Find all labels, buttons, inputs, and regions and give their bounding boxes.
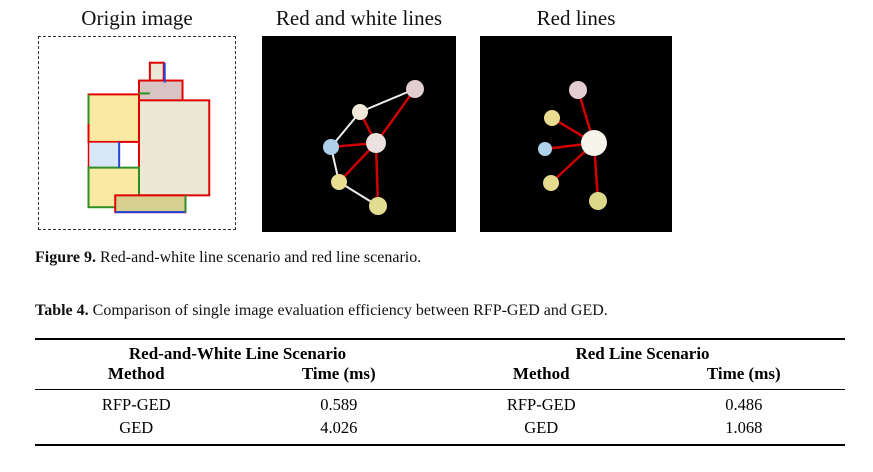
col-header-method-2: Method: [440, 364, 643, 390]
efficiency-table: Red-and-White Line Scenario Red Line Sce…: [35, 338, 845, 446]
figure-caption-text: Red-and-white line scenario and red line…: [96, 249, 422, 266]
group-header-red-white-scenario: Red-and-White Line Scenario: [128, 344, 347, 363]
table-caption-label: Table 4.: [35, 302, 89, 319]
cell-time-rfpged-1: 0.589: [320, 395, 358, 414]
col-header-method-1: Method: [35, 364, 238, 390]
red-white-panel-title: Red and white lines: [275, 6, 443, 30]
table-group-header-row: Red-and-White Line Scenario Red Line Sce…: [35, 339, 845, 364]
figure-caption: Figure 9. Red-and-white line scenario an…: [35, 249, 845, 267]
cell-method-rfpged-1: RFP-GED: [101, 395, 171, 414]
red-graph: [538, 81, 607, 210]
red-white-lines-panel: [262, 36, 456, 232]
cell-method-rfpged-2: RFP-GED: [506, 395, 576, 414]
origin-image-panel: [38, 36, 236, 230]
col-header-time-1: Time (ms): [237, 364, 440, 390]
red-white-graph: [323, 80, 424, 215]
red-panel-title: Red lines: [536, 6, 616, 30]
cell-time-rfpged-2: 0.486: [725, 395, 763, 414]
cell-time-ged-2: 1.068: [725, 418, 763, 437]
table-caption: Table 4. Comparison of single image eval…: [35, 302, 845, 320]
figure-caption-label: Figure 9.: [35, 249, 97, 266]
origin-floorplan-drawing: [87, 61, 211, 214]
group-header-red-scenario: Red Line Scenario: [575, 344, 710, 363]
cell-time-ged-1: 4.026: [320, 418, 358, 437]
cell-method-ged-2: GED: [524, 418, 559, 437]
red-lines-panel: [480, 36, 672, 232]
col-header-time-2: Time (ms): [642, 364, 845, 390]
table-row: RFP-GED 0.589 RFP-GED 0.486: [35, 390, 845, 417]
table-column-header-row: Method Time (ms) Method Time (ms): [35, 364, 845, 390]
table-caption-text: Comparison of single image evaluation ef…: [88, 302, 608, 319]
origin-panel-title: Origin image: [81, 6, 193, 30]
cell-method-ged-1: GED: [119, 418, 154, 437]
table-row: GED 4.026 GED 1.068: [35, 416, 845, 445]
